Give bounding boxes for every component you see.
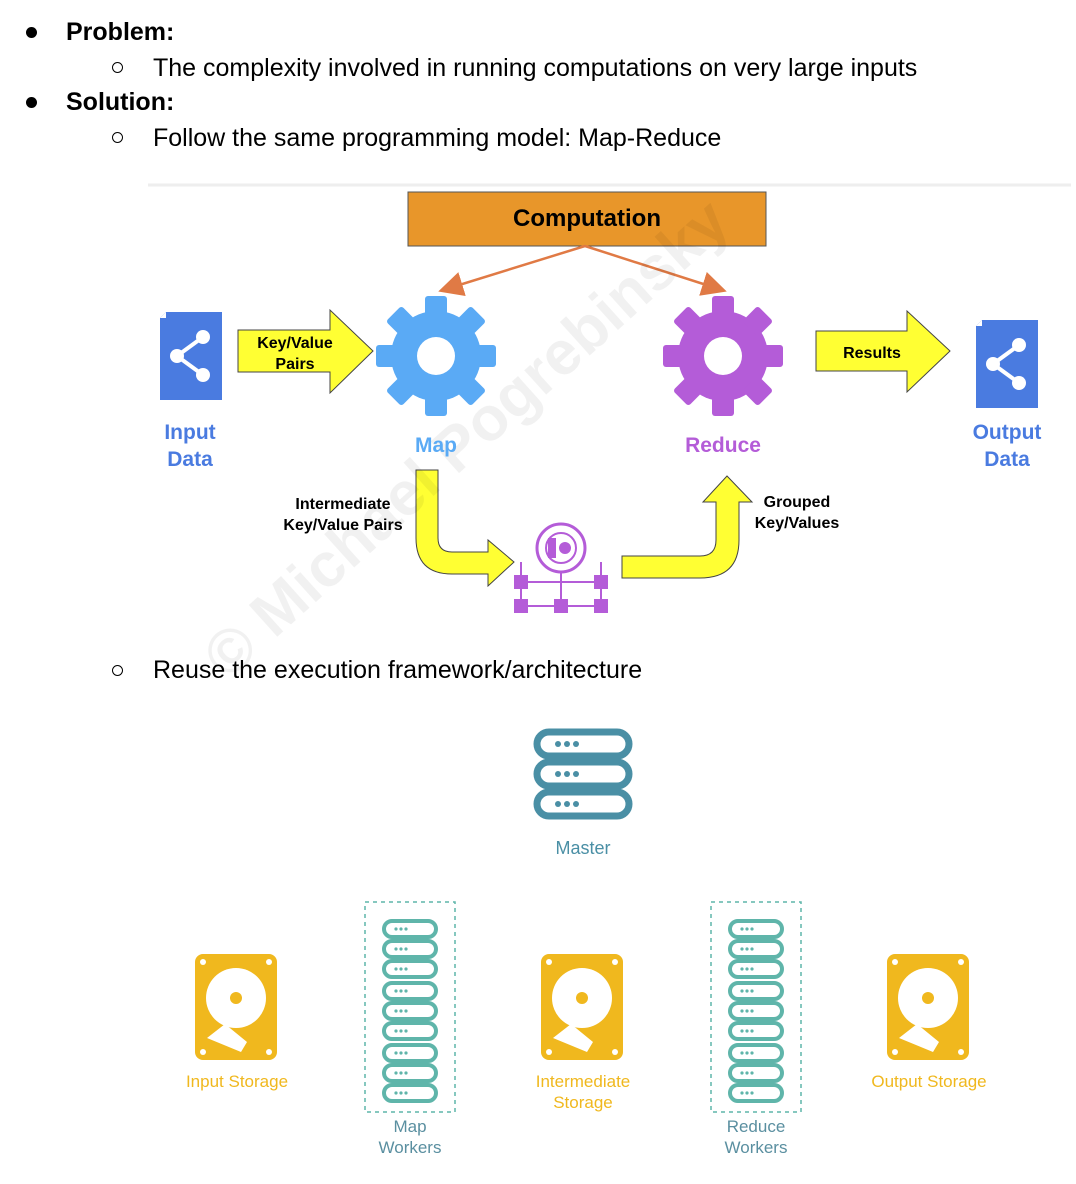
reduce-gear-icon (663, 296, 783, 416)
reduce-workers-label: Reduce Workers (706, 1116, 806, 1158)
grouped-label: Grouped Key/Values (745, 492, 849, 534)
computation-label: Computation (513, 205, 661, 232)
input-storage-label: Input Storage (185, 1072, 289, 1091)
key-value-line-1: Key/Value (257, 335, 333, 352)
computation-to-reduce-arrow (584, 244, 727, 296)
grouped-line-2: Key/Values (754, 515, 840, 532)
key-value-arrow (237, 308, 374, 395)
results-arrow (815, 309, 951, 394)
map-workers-label: Map Workers (360, 1116, 460, 1158)
intermediate-line-2: Key/Value Pairs (283, 517, 403, 534)
intermediate-arrow (415, 469, 515, 588)
input-data-icon (160, 312, 222, 400)
grouped-arrow (621, 475, 754, 579)
input-data-label: Input Data (140, 419, 240, 473)
key-value-label: Key/Value Pairs (240, 333, 350, 375)
bullet-problem (26, 27, 37, 38)
map-gear-icon (376, 296, 496, 416)
results-label: Results (843, 345, 901, 362)
master-server-icon (533, 728, 633, 820)
output-data-label: Output Data (957, 419, 1057, 473)
sub-bullet-3 (112, 665, 123, 676)
solution-text: Follow the same programming model: Map-R… (153, 124, 722, 152)
map-workers-line-2: Workers (378, 1138, 442, 1157)
map-workers-frame (364, 901, 456, 1113)
reduce-workers-line-2: Workers (724, 1138, 788, 1157)
intermediate-storage-label: Intermediate Storage (513, 1071, 653, 1113)
sub-bullet-2 (112, 132, 123, 143)
intermediate-label: Intermediate Key/Value Pairs (268, 494, 418, 536)
map-workers-line-1: Map (393, 1117, 427, 1136)
reduce-label: Reduce (685, 434, 761, 457)
problem-text: The complexity involved in running compu… (153, 54, 918, 82)
intermediate-storage-icon (541, 954, 623, 1060)
map-label: Map (415, 434, 457, 457)
computation-box (407, 191, 767, 247)
master-label: Master (555, 838, 611, 858)
reuse-text: Reuse the execution framework/architectu… (153, 656, 643, 684)
output-data-line-1: Output (972, 421, 1042, 444)
key-value-line-2: Pairs (275, 356, 315, 373)
problem-heading: Problem: (66, 18, 175, 46)
map-worker-servers-icon (382, 919, 438, 1103)
output-storage-label: Output Storage (871, 1072, 987, 1091)
output-data-line-2: Data (984, 448, 1030, 471)
solution-heading: Solution: (66, 88, 175, 116)
input-storage-icon (195, 954, 277, 1060)
reduce-worker-servers-icon (728, 919, 784, 1103)
bullet-solution (26, 97, 37, 108)
computation-to-map-arrow (438, 244, 586, 297)
intermediate-storage-line-2: Storage (553, 1093, 613, 1112)
shuffle-network-icon (514, 522, 608, 613)
sub-bullet-1 (112, 62, 123, 73)
input-data-line-1: Input (164, 421, 216, 444)
intermediate-storage-line-1: Intermediate (535, 1072, 631, 1091)
output-data-icon (976, 320, 1038, 408)
intermediate-line-1: Intermediate (295, 496, 391, 513)
output-storage-icon (887, 954, 969, 1060)
grouped-line-1: Grouped (763, 494, 831, 511)
reduce-workers-line-1: Reduce (726, 1117, 786, 1136)
input-data-line-2: Data (167, 448, 213, 471)
reduce-workers-frame (710, 901, 802, 1113)
